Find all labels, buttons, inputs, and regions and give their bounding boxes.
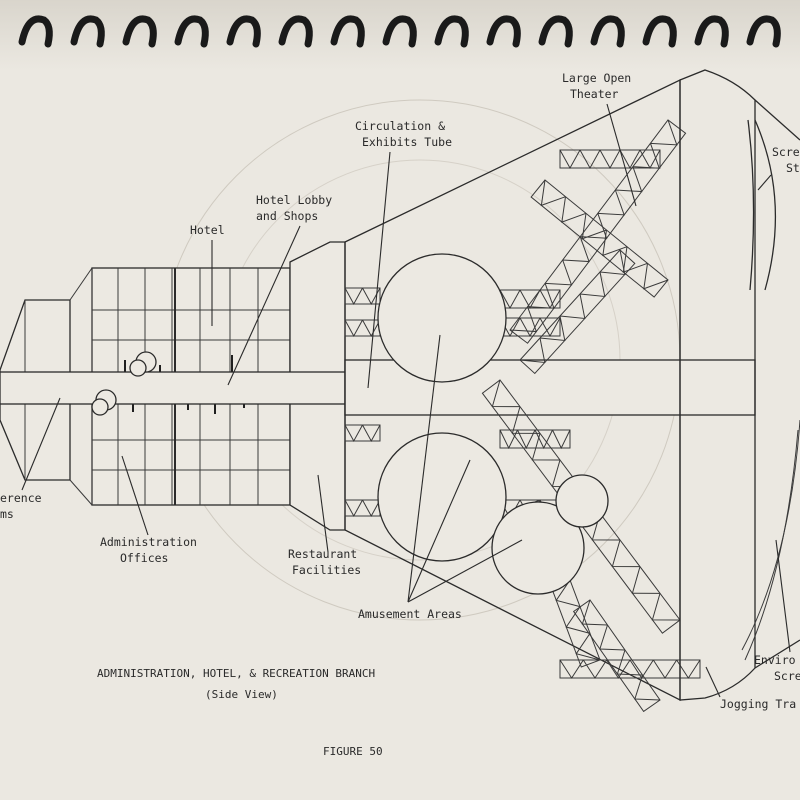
- label-screen: Scre St: [772, 145, 800, 175]
- label-hotel-lobby: Hotel Lobby and Shops: [256, 193, 332, 223]
- truss-bracing: [499, 429, 571, 450]
- theater-ring-edge: [754, 99, 800, 141]
- screen-curve: [754, 119, 777, 291]
- truss-structure: [344, 119, 701, 713]
- theater-ring-edge: [754, 639, 800, 669]
- leader-line: [407, 334, 441, 603]
- label-line: Scre: [772, 145, 800, 159]
- label-circulation: Circulation & Exhibits Tube: [355, 119, 452, 149]
- spiral-coil: [70, 15, 105, 48]
- leader-line: [21, 397, 61, 491]
- truss-bracing: [344, 287, 381, 306]
- label-line: Facilities: [292, 563, 361, 577]
- label-line: erence: [0, 491, 42, 505]
- truss-bracing: [559, 659, 701, 679]
- spiral-binding: [18, 15, 781, 48]
- truss-bracing: [344, 499, 381, 518]
- truss-bracing: [344, 424, 381, 443]
- truss-bracing: [581, 599, 661, 701]
- label-line: Large Open: [562, 71, 631, 85]
- spiral-coil: [590, 15, 625, 48]
- leader-line: [606, 103, 637, 207]
- spiral-coil: [486, 15, 521, 48]
- small-sphere: [91, 398, 109, 416]
- label-conference: erence ms: [0, 491, 42, 521]
- label-hotel: Hotel: [190, 223, 225, 237]
- label-line: and Shops: [256, 209, 318, 223]
- page-top-shadow: [0, 0, 800, 70]
- label-line: ms: [0, 507, 14, 521]
- label-line: Exhibits Tube: [362, 135, 452, 149]
- spiral-coil: [746, 15, 781, 48]
- label-line: Restaurant: [288, 547, 357, 561]
- conference-module-edge: [69, 479, 93, 506]
- truss-bracing: [499, 317, 561, 338]
- truss-bracing: [344, 319, 381, 338]
- truss-bracing: [559, 149, 661, 170]
- leader-line: [705, 666, 721, 698]
- truss-member: [499, 429, 571, 449]
- amusement-sphere: [555, 474, 609, 528]
- leader-line: [775, 539, 791, 653]
- truss-bracing: [519, 249, 626, 364]
- label-line: Scre: [774, 669, 800, 683]
- label-environment-screen: Enviro Scre: [754, 653, 800, 683]
- truss-member: [344, 424, 381, 442]
- label-large-open-theater: Large Open Theater: [562, 71, 631, 101]
- label-line: Offices: [120, 551, 168, 565]
- environment-screen-curve: [741, 419, 800, 651]
- label-restaurant: Restaurant Facilities: [288, 547, 361, 577]
- spiral-coil: [642, 15, 677, 48]
- label-line: Enviro: [754, 653, 796, 667]
- truss-member: [519, 249, 636, 375]
- leader-line: [407, 459, 471, 603]
- amusement-sphere: [377, 432, 507, 562]
- figure-caption-title: ADMINISTRATION, HOTEL, & RECREATION BRAN…: [97, 667, 375, 680]
- label-line: St: [786, 161, 800, 175]
- leader-line: [407, 539, 523, 603]
- spiral-coil: [434, 15, 469, 48]
- leader-line: [317, 474, 329, 553]
- leader-line: [367, 151, 391, 389]
- amusement-sphere: [377, 253, 507, 383]
- amusement-sphere: [491, 501, 585, 595]
- leader-line: [227, 225, 301, 386]
- figure-caption-subtitle: (Side View): [205, 688, 278, 701]
- central-spine: [0, 371, 346, 405]
- label-line: Theater: [570, 87, 619, 101]
- spiral-coil: [278, 15, 313, 48]
- truss-member: [344, 499, 381, 517]
- spiral-coil: [382, 15, 417, 48]
- small-sphere: [129, 359, 147, 377]
- label-administration: Administration Offices: [100, 535, 197, 565]
- truss-member: [344, 319, 381, 337]
- spiral-coil: [122, 15, 157, 48]
- truss-member: [344, 287, 381, 305]
- label-amusement-areas: Amusement Areas: [358, 607, 462, 621]
- leader-lines: [21, 103, 791, 698]
- label-line: Administration: [100, 535, 197, 549]
- spiral-coil: [330, 15, 365, 48]
- spiral-coil: [226, 15, 261, 48]
- spiral-coil: [694, 15, 729, 48]
- leader-line: [757, 174, 772, 191]
- truss-member: [530, 179, 669, 298]
- label-line: Hotel Lobby: [256, 193, 332, 207]
- spiral-coil: [538, 15, 573, 48]
- label-line: Circulation &: [355, 119, 445, 133]
- environment-screen-curve: [744, 429, 799, 661]
- truss-member: [572, 599, 661, 713]
- spiral-coil: [18, 15, 53, 48]
- truss-bracing: [540, 179, 669, 290]
- screen-curve: [747, 119, 755, 291]
- truss-member: [559, 149, 661, 169]
- leader-line: [121, 455, 149, 536]
- spiral-coil: [174, 15, 209, 48]
- figure-number: FIGURE 50: [323, 745, 383, 758]
- label-jogging-track: Jogging Tra: [720, 697, 796, 711]
- conference-module-edge: [69, 267, 93, 301]
